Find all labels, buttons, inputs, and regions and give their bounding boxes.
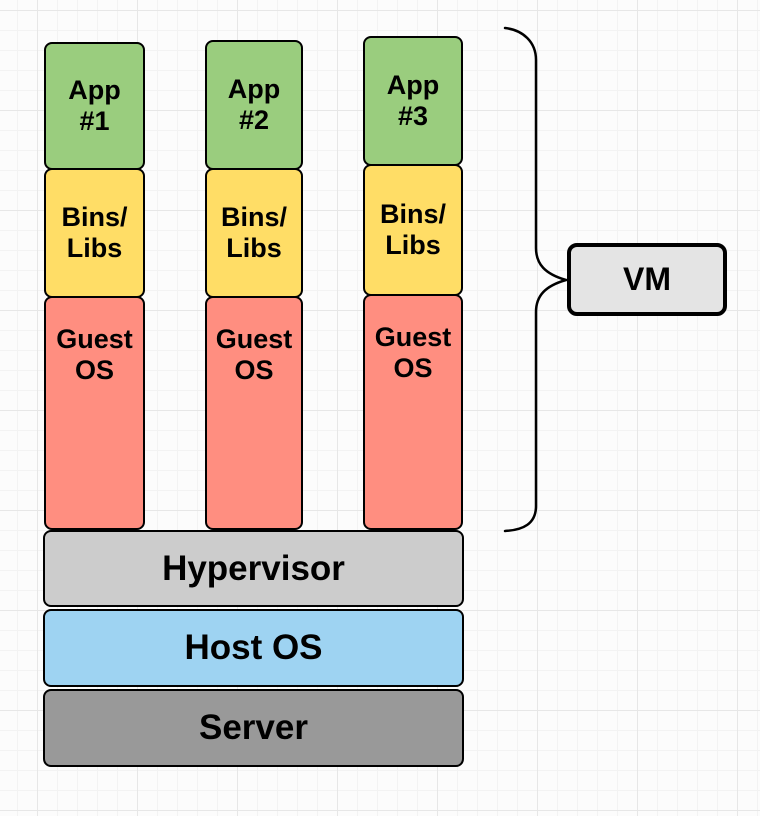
bins-label-line2: Libs: [66, 233, 123, 263]
guest-os-box-3: Guest OS: [363, 294, 463, 530]
host-os-label: Host OS: [184, 628, 323, 667]
bins-label-line1: Bins/: [61, 202, 128, 232]
app-label-line1: App: [68, 75, 121, 105]
bins-label-line2: Libs: [226, 233, 282, 263]
server-layer: Server: [43, 689, 464, 767]
app-box-2: App #2: [205, 40, 303, 170]
app-label-line1: App: [227, 74, 281, 104]
bins-libs-box-3: Bins/ Libs: [363, 164, 463, 296]
app-label-line2: #2: [238, 105, 270, 135]
guest-os-label-line2: OS: [74, 355, 114, 385]
guest-os-label-line1: Guest: [56, 324, 133, 354]
vm-callout-box: VM: [567, 243, 727, 316]
bins-libs-box-1: Bins/ Libs: [44, 168, 145, 298]
bins-label-line1: Bins/: [220, 202, 287, 232]
app-box-1: App #1: [44, 42, 145, 170]
bins-label-line1: Bins/: [379, 199, 446, 229]
hypervisor-layer: Hypervisor: [43, 530, 464, 607]
server-label: Server: [199, 708, 308, 747]
app-label-line2: #3: [397, 101, 429, 131]
bins-label-line2: Libs: [385, 230, 441, 260]
guest-os-box-1: Guest OS: [44, 296, 145, 530]
app-label-line2: #1: [79, 106, 110, 136]
guest-os-label-line2: OS: [234, 355, 274, 385]
hypervisor-label: Hypervisor: [162, 548, 345, 588]
guest-os-label-line1: Guest: [374, 322, 452, 352]
vm-label: VM: [623, 261, 671, 297]
guest-os-label-line2: OS: [393, 353, 433, 383]
bins-libs-box-2: Bins/ Libs: [205, 168, 303, 298]
app-box-3: App #3: [363, 36, 463, 166]
host-os-layer: Host OS: [43, 609, 464, 687]
vm-brace: [503, 26, 571, 533]
guest-os-label-line1: Guest: [215, 324, 293, 354]
app-label-line1: App: [386, 70, 440, 100]
guest-os-box-2: Guest OS: [205, 296, 303, 530]
